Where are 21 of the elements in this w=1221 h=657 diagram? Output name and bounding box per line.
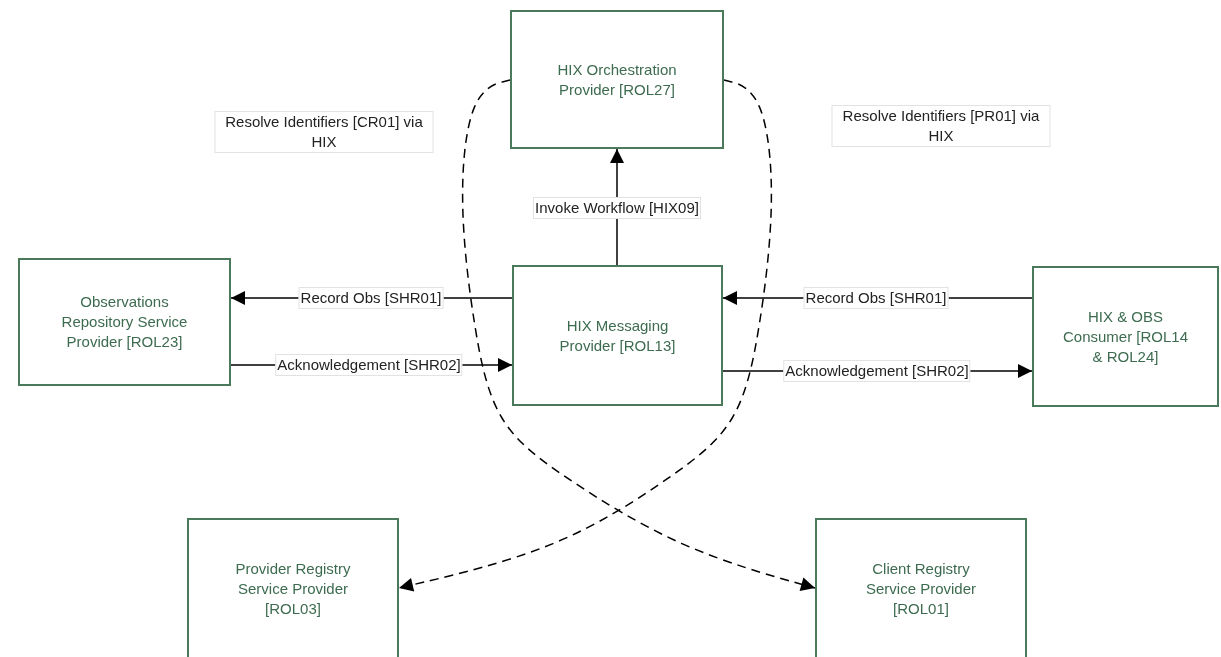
box-label: Client Registry Service Provider [ROL01] [864, 558, 977, 619]
edge-label: Record Obs [SHR01] [298, 287, 444, 309]
edge-label: Acknowledgement [SHR02] [275, 354, 463, 376]
edge-label: Acknowledgement [SHR02] [783, 360, 971, 382]
process-box [815, 518, 1027, 657]
edge-label: Resolve Identifiers [CR01] via HIX [214, 111, 434, 153]
process-box [18, 258, 231, 386]
box-label: Observations Repository Service Provider [ROL23] [60, 292, 189, 352]
box-label: HIX & OBS Consumer [ROL14 & ROL24] [1061, 306, 1190, 367]
edge-label: Resolve Identifiers [PR01] via HIX [831, 105, 1051, 147]
process-box [510, 10, 724, 149]
process-box [187, 518, 399, 657]
box-label: HIX Messaging Provider [ROL13] [558, 315, 677, 356]
edge-label: Record Obs [SHR01] [803, 287, 949, 309]
dashed-arrow [461, 79, 816, 591]
edge-label: Invoke Workflow [HIX09] [533, 197, 701, 219]
box-label: Provider Registry Service Provider [ROL03] [234, 558, 352, 619]
dashed-arrow [398, 79, 773, 592]
process-box [512, 265, 723, 406]
box-label: HIX Orchestration Provider [ROL27] [556, 59, 678, 100]
process-box [1032, 266, 1219, 407]
